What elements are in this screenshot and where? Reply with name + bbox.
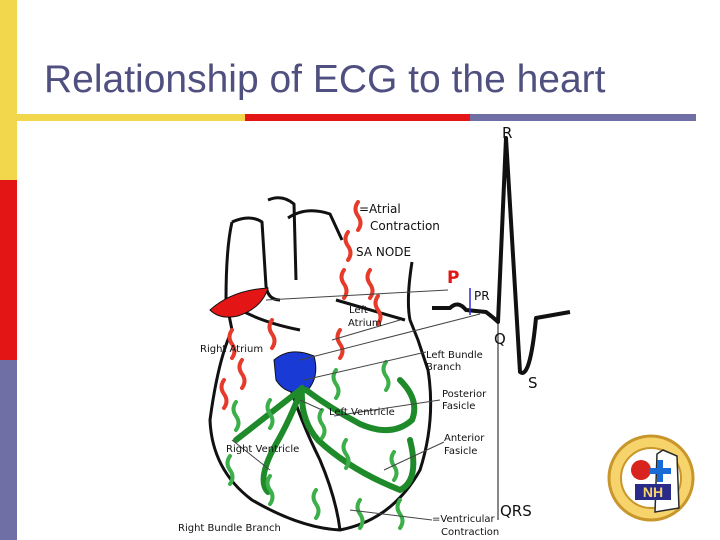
atrial-waves (219, 200, 383, 410)
ventricular-waves (225, 360, 405, 530)
posterior-fascicle-label-1: Posterior (442, 389, 487, 400)
sa-node-label: SA NODE (356, 245, 411, 259)
ecg-label-s: S (528, 374, 538, 392)
anterior-fascicle-label-1: Anterior (444, 433, 485, 444)
right-bundle-branch-label: Right Bundle Branch (178, 523, 281, 534)
left-bundle-branch-label-1: Left Bundle (426, 350, 483, 361)
title-rule-yellow (17, 114, 245, 121)
right-atrium-label: Right Atrium (200, 344, 263, 355)
left-bundle-branch-label-2: Branch (426, 362, 461, 373)
atrial-contraction-label-1: =Atrial (359, 202, 401, 216)
ecg-label-qrs: QRS (500, 502, 532, 520)
sidebar-red-block (0, 180, 17, 360)
right-ventricle-label: Right Ventricle (226, 444, 299, 455)
title-rule-blue (470, 114, 696, 121)
nh-ems-badge-logo: NH (607, 434, 695, 522)
left-atrium-label-1: Left (349, 305, 368, 316)
ventricular-contraction-label-1: =Ventricular (432, 514, 495, 525)
av-node-shape (273, 351, 317, 394)
ecg-trace (432, 136, 571, 375)
atrial-contraction-label-2: Contraction (370, 219, 440, 233)
posterior-fascicle-label-2: Fasicle (442, 401, 475, 412)
ecg-label-r: R (502, 124, 512, 142)
conduction-pathways (233, 377, 418, 495)
left-atrium-label-2: Atrium (348, 318, 382, 329)
pointer-lines (231, 289, 481, 521)
badge-text: NH (643, 484, 663, 500)
ecg-label-q: Q (494, 330, 506, 348)
sidebar-blue-block (0, 360, 17, 540)
fire-emblem-icon (631, 460, 651, 480)
ventricular-contraction-label-2: Contraction (441, 527, 499, 538)
anterior-fascicle-label-2: Fasicle (444, 446, 477, 457)
ecg-label-pr: PR (474, 289, 490, 303)
sidebar-yellow-block (0, 0, 17, 180)
title-rule-red (245, 114, 470, 121)
left-ventricle-label: Left Ventricle (329, 407, 395, 418)
sa-node-shape (209, 287, 269, 318)
ecg-label-p: P (447, 268, 459, 288)
slide-title: Relationship of ECG to the heart (44, 58, 606, 101)
